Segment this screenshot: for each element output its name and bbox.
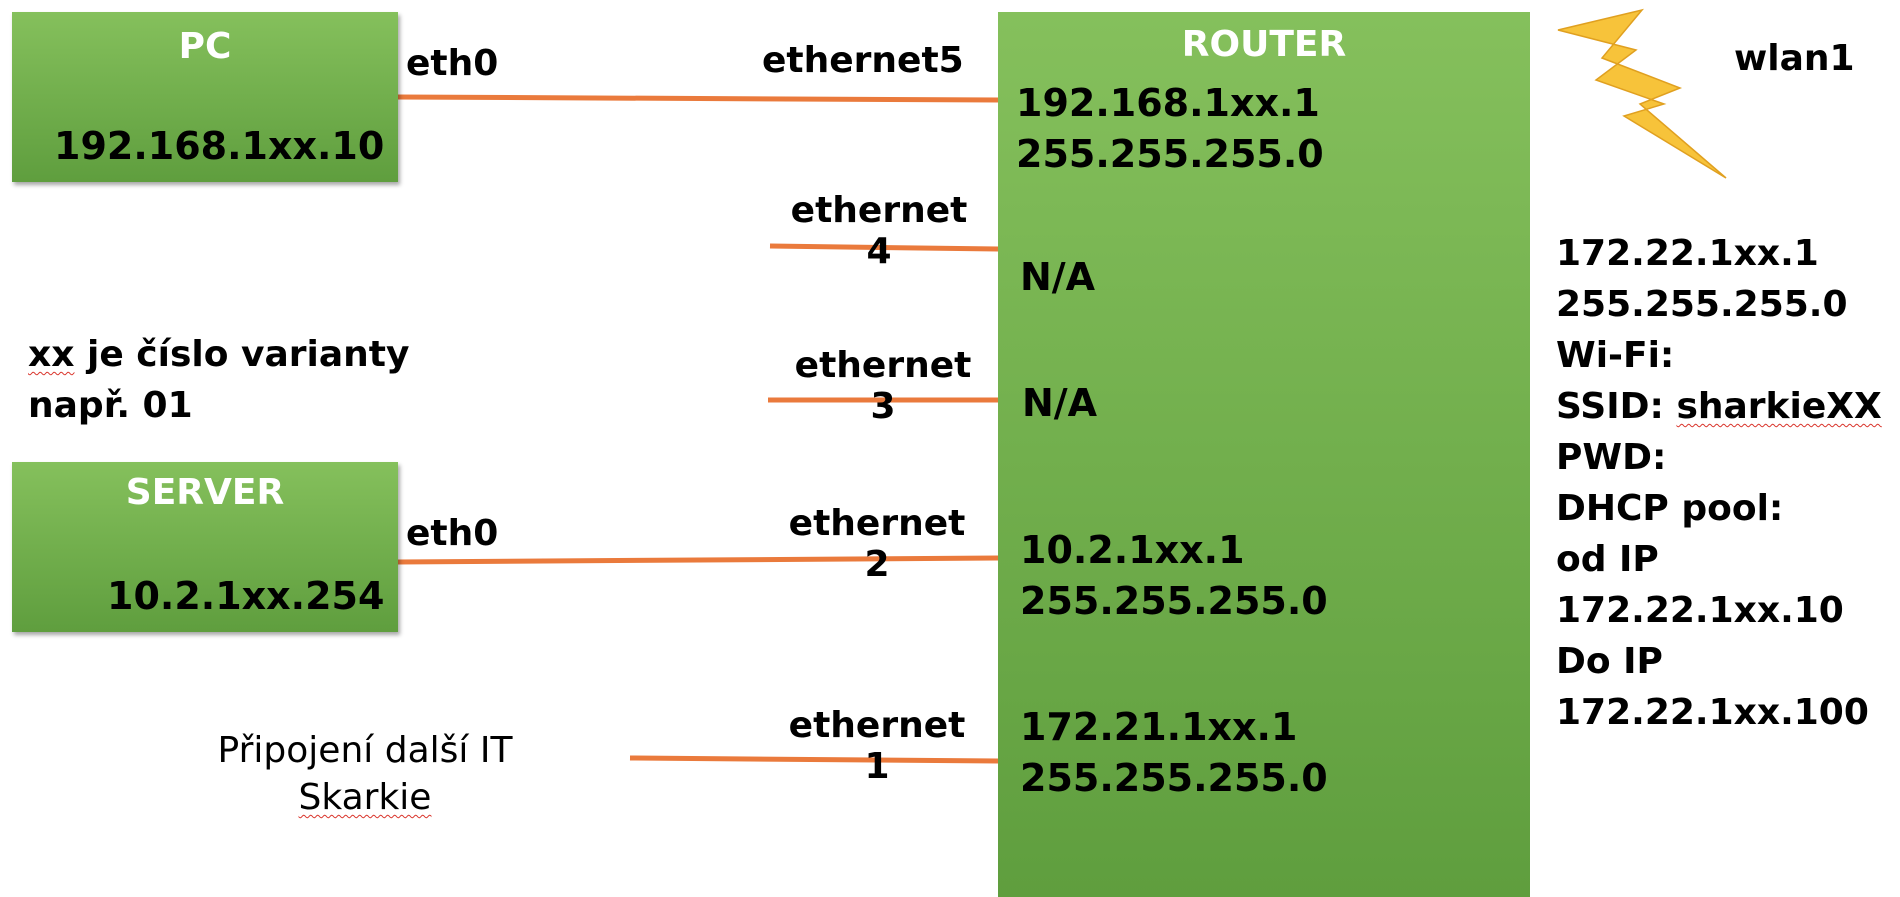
router-title: ROUTER	[1181, 24, 1347, 65]
router-ethernet4-address: N/A	[1020, 255, 1096, 299]
uplink-note: Připojení další IT Skarkie	[217, 730, 513, 818]
server-ip: 10.2.1xx.254	[107, 574, 385, 618]
router-port-ethernet4-label: ethernet 4	[790, 190, 968, 273]
variant-note: xx je číslo varianty např. 01	[28, 334, 410, 426]
cable-pc-eth5	[397, 94, 999, 103]
cable-server-eth2	[397, 555, 999, 565]
server-box: SERVER 10.2.1xx.254	[12, 462, 398, 632]
server-title: SERVER	[125, 472, 285, 513]
pc-port-label: eth0	[406, 43, 499, 84]
router-box: ROUTER	[998, 12, 1530, 897]
router-port-ethernet2-label: ethernet 2	[788, 503, 966, 586]
router-ethernet3-address: N/A	[1022, 381, 1098, 425]
router-port-ethernet1-label: ethernet 1	[788, 705, 966, 788]
pc-title: PC	[178, 26, 232, 67]
router-port-ethernet5-label: ethernet5	[762, 40, 964, 81]
wlan-label: wlan1	[1734, 38, 1855, 79]
cable-eth4	[769, 243, 999, 252]
lightning-bolt-icon	[1557, 8, 1727, 179]
wlan-ssid-value: sharkieXX	[1676, 386, 1882, 427]
router-ethernet5-address: 192.168.1xx.1 255.255.255.0	[1016, 81, 1324, 176]
pc-box: PC 192.168.1xx.10	[12, 12, 398, 182]
server-port-label: eth0	[406, 513, 499, 554]
router-ethernet1-address: 172.21.1xx.1 255.255.255.0	[1020, 705, 1328, 800]
router-ethernet2-address: 10.2.1xx.1 255.255.255.0	[1020, 528, 1328, 623]
wlan-config: 172.22.1xx.1 255.255.255.0 Wi-Fi: SSID: …	[1556, 233, 1882, 733]
variant-note-xx: xx	[28, 334, 75, 375]
router-port-ethernet3-label: ethernet 3	[794, 345, 972, 428]
cable-uplink-eth1	[629, 755, 999, 764]
pc-ip: 192.168.1xx.10	[54, 124, 385, 168]
